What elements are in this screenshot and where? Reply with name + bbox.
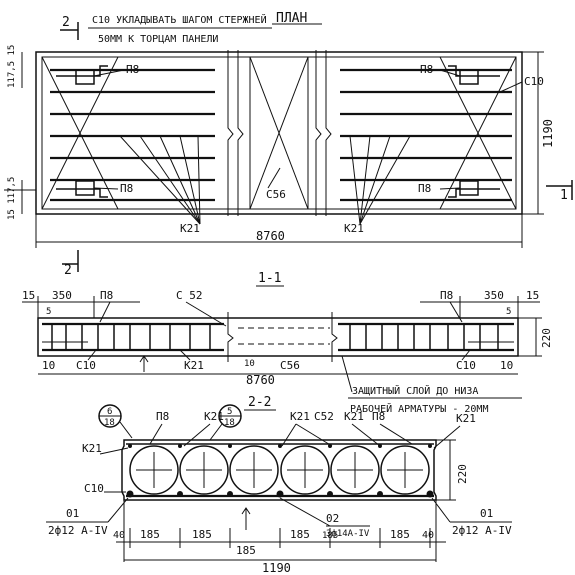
section22-dim-total: 1190 <box>262 561 291 575</box>
section22-callout-mid-bottom: 18 <box>224 418 235 428</box>
plan-label-k21-left: К21 <box>180 222 200 235</box>
plan-title: ПЛАН <box>276 11 307 26</box>
section11-label-c10-left: С10 <box>76 359 96 372</box>
section22-dim-4: 185 <box>290 528 310 541</box>
plan-section-mark-1: 1 <box>560 188 568 203</box>
section22-height-dim: 220 <box>436 439 469 501</box>
section11-dim-350-left: 350 <box>52 289 72 302</box>
section22-callout-left-top: 6 <box>107 407 112 417</box>
plan-right-mesh <box>340 56 517 210</box>
section22-title: 2-2 <box>248 395 271 410</box>
section11-title: 1-1 <box>258 271 281 286</box>
section11-body <box>37 317 519 357</box>
plan-label-p8-bottom-left: П8 <box>120 182 133 195</box>
section22-rebar-right: 2ф12 А-IV <box>452 524 512 537</box>
section22-label-k21-left: К21 <box>82 442 102 455</box>
section11-dim-10-left: 10 <box>42 359 55 372</box>
section11-dim-15-left: 15 <box>22 289 35 302</box>
plan-note-line1: С10 УКЛАДЫВАТЬ ШАГОМ СТЕРЖНЕЙ <box>92 13 267 26</box>
plan-label-p8-top-left: П8 <box>126 63 139 76</box>
section22-dim-7: 40 <box>422 530 434 541</box>
plan-section-mark-2-bottom: 2 <box>64 263 72 278</box>
section22-rebar-mid: 3ф14А-IV <box>326 529 370 539</box>
section22-label-c10: С10 <box>84 482 104 495</box>
section22-rebar-labels: 01 2ф12 А-IV 02 3ф14А-IV 01 2ф12 А-IV <box>46 497 512 539</box>
section22-label-k21-b: К21 <box>290 410 310 423</box>
section11-dim-length: 8760 <box>246 373 275 387</box>
section11-note-line2: РАБОЧЕЙ АРМАТУРЫ - 20ММ <box>350 402 488 415</box>
section22-label-o1-left: 01 <box>66 507 79 520</box>
section11-label-p8-left: П8 <box>100 289 113 302</box>
plan-dim-top-left: 117,5 15 <box>7 45 17 88</box>
section11-label-c56: С56 <box>280 359 300 372</box>
section11-label-p8-right: П8 <box>440 289 453 302</box>
section22-voids <box>129 445 430 495</box>
section22-label-o1-right: 01 <box>480 507 493 520</box>
section22-callouts: 6 18 5 18 <box>98 404 242 441</box>
section11-label-k21: К21 <box>184 359 204 372</box>
section-marker-2-top: 2 <box>60 15 79 40</box>
section11-dim-350-right: 350 <box>484 289 504 302</box>
plan-note-line2: 50ММ К ТОРЦАМ ПАНЕЛИ <box>98 34 218 45</box>
section22-dim-0: 40 <box>113 530 125 541</box>
section11-dim-15-right: 15 <box>526 289 539 302</box>
section11-dim-5-right: 5 <box>506 307 511 317</box>
plan-label-p8-bottom-right: П8 <box>418 182 431 195</box>
section22-rebar-left: 2ф12 А-IV <box>48 524 108 537</box>
plan-label-c10: С10 <box>524 75 544 88</box>
section11-label-c10-right: С10 <box>456 359 476 372</box>
section11-dim-height: 220 <box>540 328 553 348</box>
section-marker-number: 2 <box>62 15 70 30</box>
section11-left-cage <box>42 322 224 352</box>
section22-dim-1: 185 <box>140 528 160 541</box>
section22-bottom-dims: 40 185 185 185 185 185 185 40 1190 <box>113 500 446 575</box>
plan-view: 2 С10 УКЛАДЫВАТЬ ШАГОМ СТЕРЖНЕЙ 50ММ К Т… <box>4 11 573 278</box>
section22-callout-mid-top: 5 <box>227 407 232 417</box>
section22-label-o2: 02 <box>326 512 339 525</box>
section11-dimensions: 15 350 П8 С 52 П8 350 15 5 5 220 <box>22 289 553 357</box>
section11-dim-5-left: 5 <box>46 307 51 317</box>
plan-dimensions: 117,5 15 15 117,5 1190 8760 1 2 <box>4 45 573 278</box>
section11-bottom-labels: 10 С10 К21 С56 10 С10 10 8760 ЗАЩИТНЫЙ С… <box>38 349 522 415</box>
plan-dim-length: 8760 <box>256 229 285 243</box>
plan-label-c56: С56 <box>266 188 286 201</box>
section22-labels: П8 К21 К21 С52 К21 П8 К21 К21 С10 <box>82 410 476 495</box>
plan-dim-width: 1190 <box>541 119 555 148</box>
section22-dim-2: 185 <box>192 528 212 541</box>
section11-dim-10-mid: 10 <box>244 359 255 369</box>
section11-right-cage <box>338 322 514 352</box>
section11-label-c52: С 52 <box>176 289 203 302</box>
section22-dim-3: 185 <box>236 544 256 557</box>
section22-label-c52: С52 <box>314 410 334 423</box>
plan-break-lines <box>227 50 332 216</box>
section22-label-k21-a: К21 <box>204 410 224 423</box>
plan-middle-panel <box>249 56 309 210</box>
section22-label-k21-c: К21 <box>344 410 364 423</box>
section22-label-k21-right: К21 <box>456 412 476 425</box>
section11-note-line1: ЗАЩИТНЫЙ СЛОЙ ДО НИЗА <box>352 384 478 397</box>
section22-dim-height: 220 <box>456 464 469 484</box>
section22-label-p8-left: П8 <box>156 410 169 423</box>
section22-dim-6: 185 <box>390 528 410 541</box>
section-2-2: 2-2 6 18 5 18 <box>46 395 512 575</box>
section11-dim-10-right: 10 <box>500 359 513 372</box>
section22-rebar <box>126 443 434 498</box>
plan-labels: П8 П8 П8 П8 С10 С56 К21 К21 <box>93 63 544 235</box>
section-1-1: 1-1 <box>22 271 553 415</box>
plan-label-p8-top-right: П8 <box>420 63 433 76</box>
plan-left-mesh <box>41 56 215 210</box>
plan-label-k21-right: К21 <box>344 222 364 235</box>
section22-label-p8-right: П8 <box>372 410 385 423</box>
plan-dim-bottom-left: 15 117,5 <box>7 177 17 220</box>
section22-dim-5: 185 <box>322 531 338 541</box>
plan-slab-outline <box>35 51 523 215</box>
section22-callout-left-bottom: 18 <box>104 418 115 428</box>
